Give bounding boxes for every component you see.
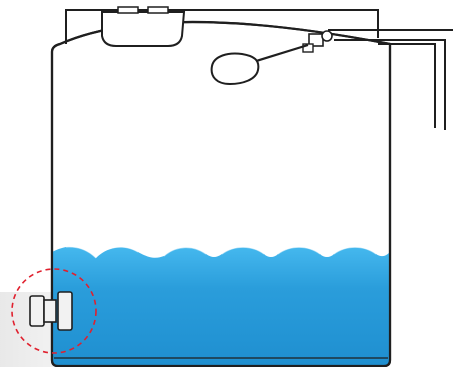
- overflow-pipe: [378, 43, 436, 128]
- float-ball: [210, 52, 260, 86]
- outlet-fitting: [29, 291, 73, 331]
- float-valve: [302, 30, 333, 53]
- float-arm: [252, 43, 309, 64]
- water: [52, 246, 390, 366]
- wave-crests: [65, 246, 377, 259]
- highlight-circle: [11, 268, 97, 354]
- manhole-lid: [101, 6, 186, 47]
- inlet-pipe: [328, 29, 453, 130]
- top-frame: [65, 9, 379, 44]
